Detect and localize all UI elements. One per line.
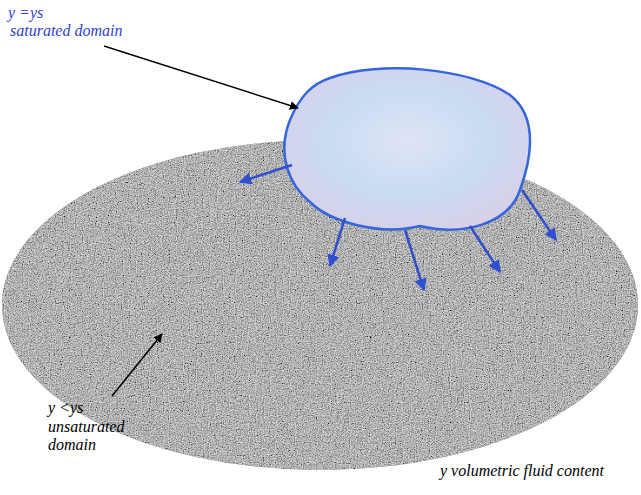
state-condition: y <ys — [48, 399, 168, 417]
saturated-blob — [284, 68, 530, 229]
flow-arrow — [522, 190, 556, 240]
state-condition: y =ys — [8, 4, 128, 22]
flow-arrow — [330, 218, 345, 266]
leader-line — [104, 46, 298, 108]
leader-line — [112, 334, 162, 396]
flow-arrow — [240, 165, 292, 182]
flow-arrow — [470, 226, 500, 272]
variable-note: y volumetric fluid content — [440, 462, 635, 480]
flow-arrow — [405, 230, 424, 290]
flow-arrows — [240, 165, 556, 290]
region-label: unsaturated domain — [48, 418, 140, 455]
region-label: saturated domain — [10, 22, 150, 40]
